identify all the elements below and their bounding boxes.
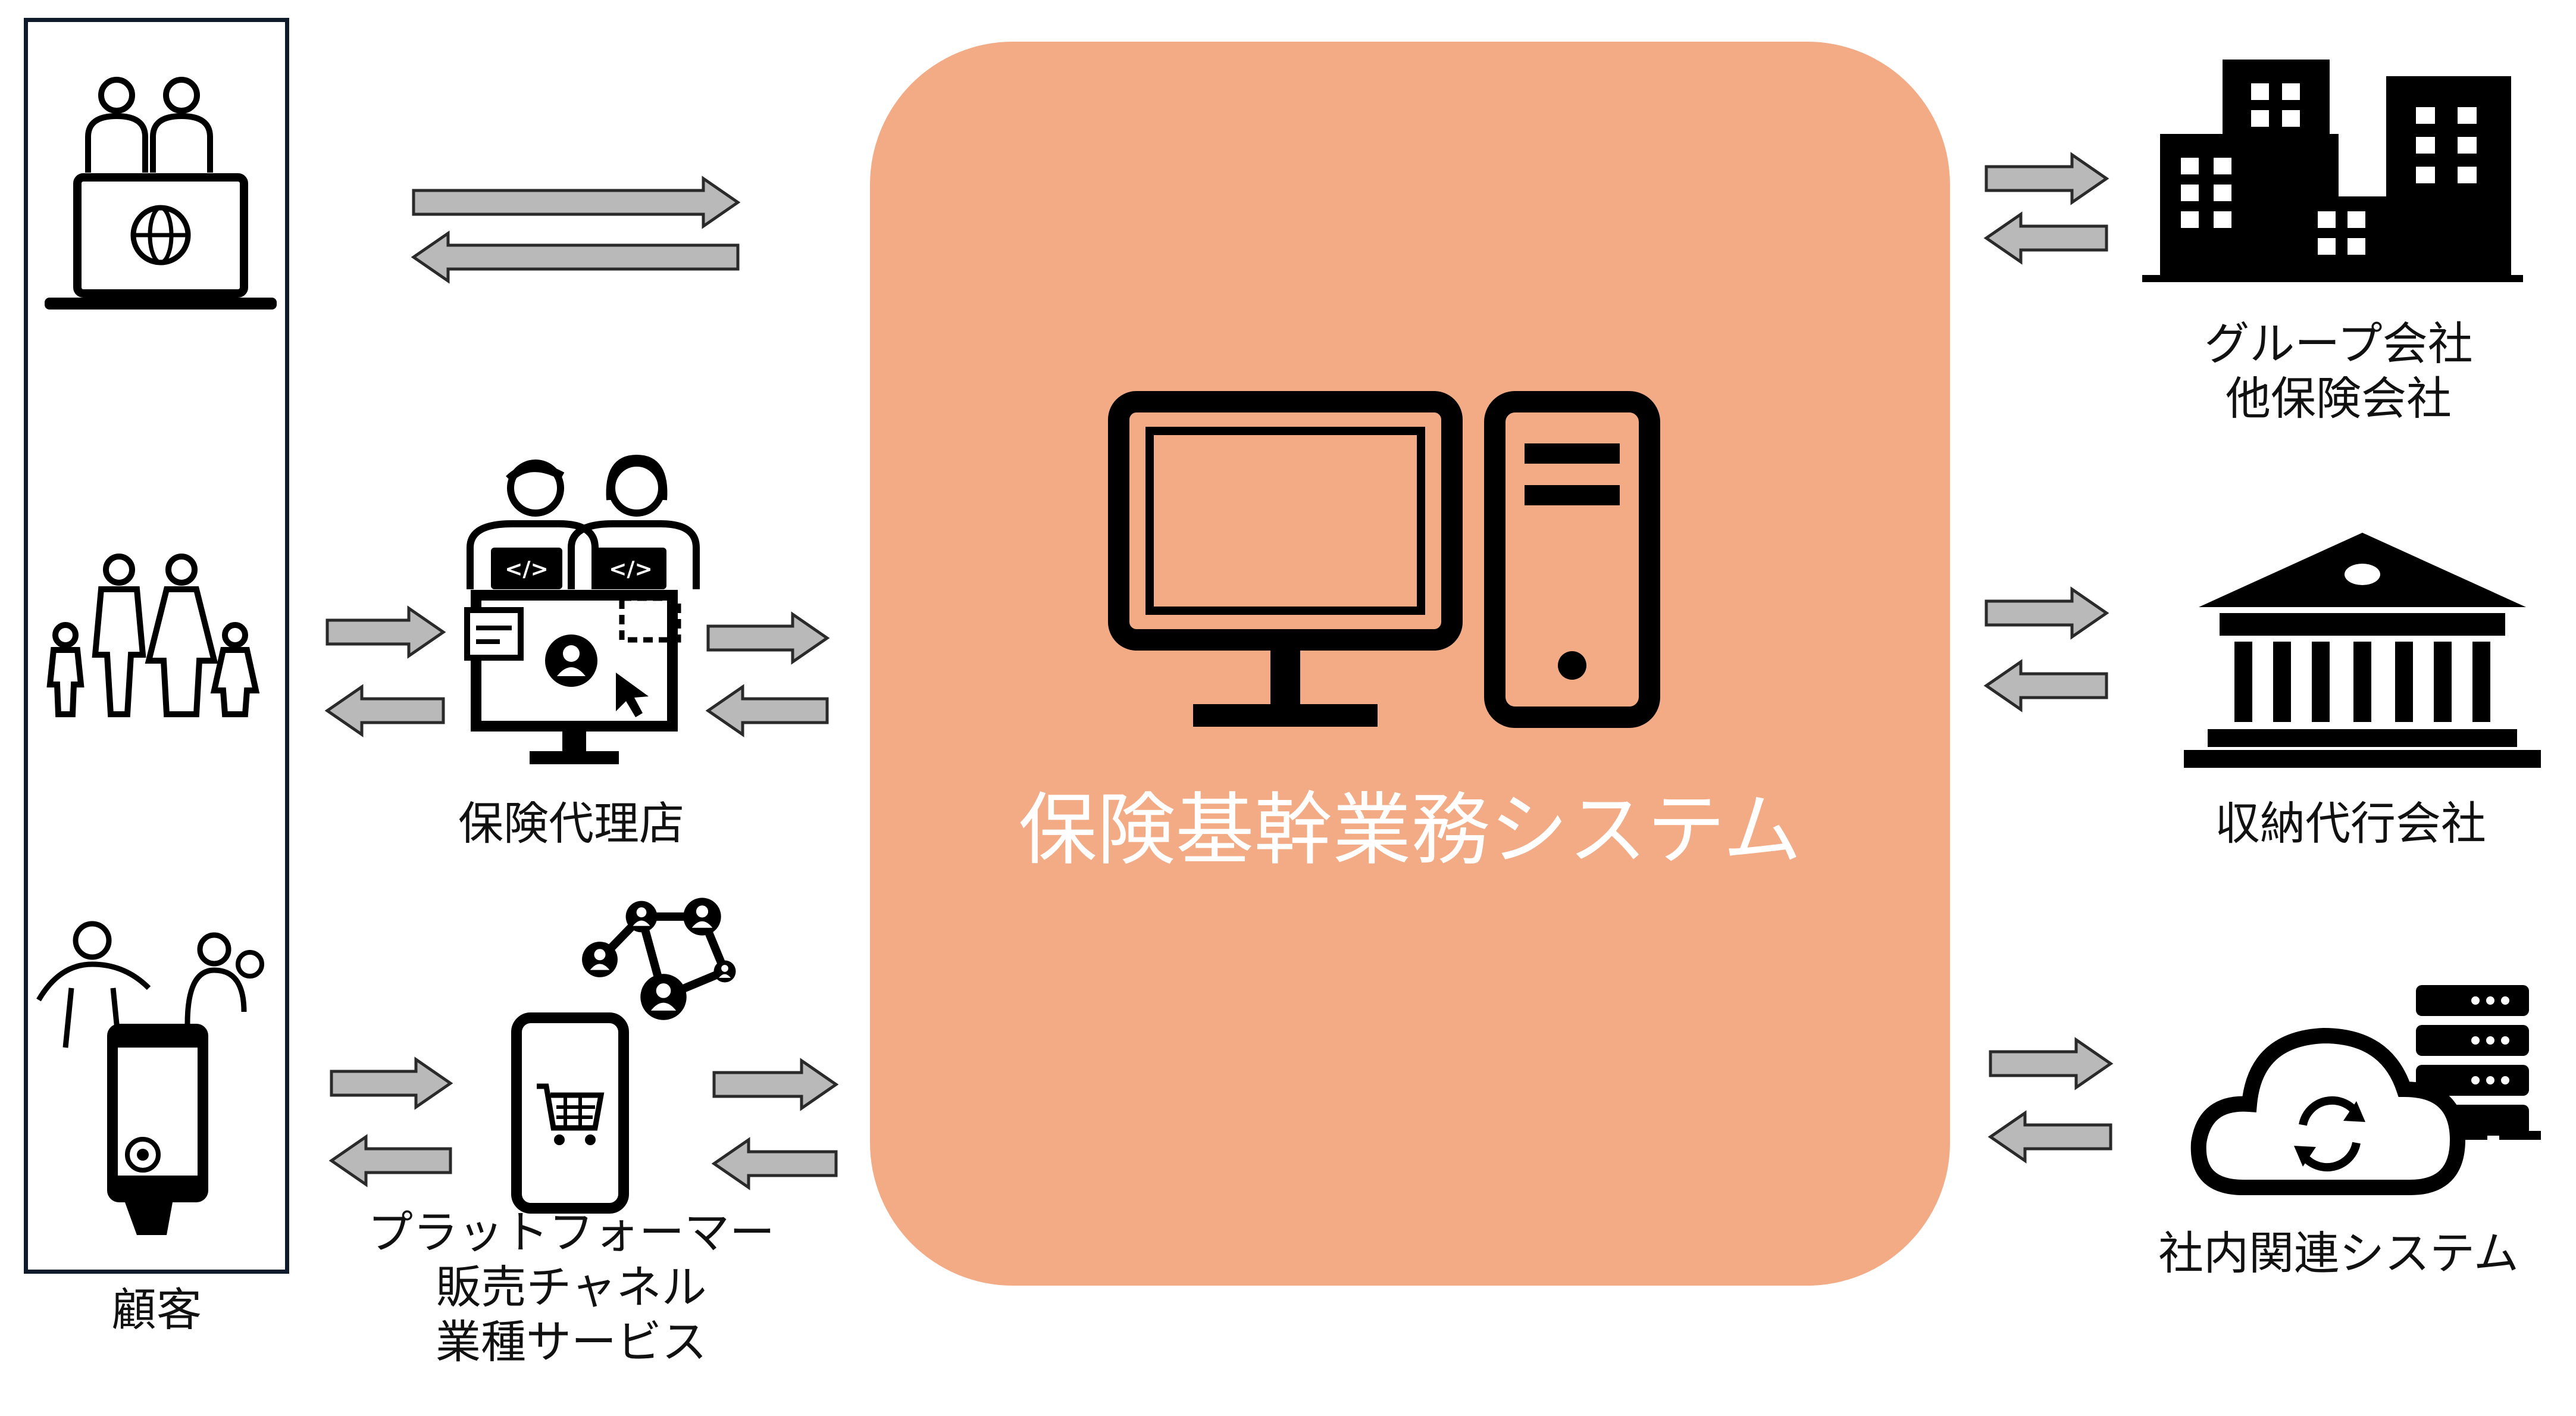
family-icon (46, 554, 260, 717)
core-system-card (870, 42, 1950, 1286)
core-system-title: 保険基幹業務システム (1018, 784, 1802, 876)
bank-building-icon (2184, 533, 2541, 768)
office-buildings-icon (2142, 60, 2523, 282)
arrow-group-to-core (1983, 211, 2108, 265)
group-companies-line-1: グループ会社 (2204, 317, 2473, 370)
arrow-core-to-platform (711, 1137, 838, 1190)
smartphone-network-icon (511, 898, 736, 1214)
arrow-collection-to-core (1983, 659, 2108, 712)
arrow-core-to-group (1985, 152, 2109, 205)
arrow-customer-to-platform (330, 1056, 453, 1110)
developers-at-computer-icon: </> </> (464, 454, 700, 764)
collection-agent-label: 収納代行会社 (2215, 797, 2486, 850)
platform-label-line-1: プラットフォーマー (368, 1206, 775, 1259)
internal-systems-label: 社内関連システム (2158, 1227, 2519, 1280)
desktop-computer-icon (1108, 391, 1660, 728)
customer-label: 顧客 (111, 1283, 202, 1336)
group-companies-line-2: 他保険会社 (2226, 372, 2452, 425)
arrow-platform-to-customer (328, 1134, 452, 1187)
smartphone-touch-customers-icon (36, 921, 264, 1235)
platform-label-line-2: 販売チャネル (436, 1261, 707, 1314)
arrows (324, 152, 2114, 1190)
group-companies-label: グループ会社 他保険会社 (2124, 317, 2553, 426)
platform-label-line-3: 業種サービス (436, 1315, 707, 1368)
arrow-internal-to-core (1987, 1110, 2112, 1164)
arrow-core-to-agency (705, 684, 829, 737)
svg-text:</>: </> (609, 557, 652, 582)
agency-label: 保険代理店 (458, 797, 684, 850)
platform-label: プラットフォーマー 販売チャネル 業種サービス (333, 1205, 809, 1370)
cloud-server-icon (2190, 985, 2541, 1195)
arrow-customer-to-agency (325, 605, 446, 659)
arrow-core-to-internal (1989, 1037, 2114, 1090)
arrow-agency-to-customer (324, 684, 445, 737)
laptop-globe-customers-icon (45, 77, 277, 310)
arrow-customer-to-core (412, 176, 741, 229)
arrow-core-to-collection (1985, 586, 2109, 640)
arrow-core-to-customer (411, 230, 740, 284)
customer-frame (24, 18, 289, 1274)
arrow-agency-to-core (706, 611, 830, 665)
svg-text:</>: </> (505, 557, 548, 582)
arrow-platform-to-core (712, 1058, 839, 1111)
